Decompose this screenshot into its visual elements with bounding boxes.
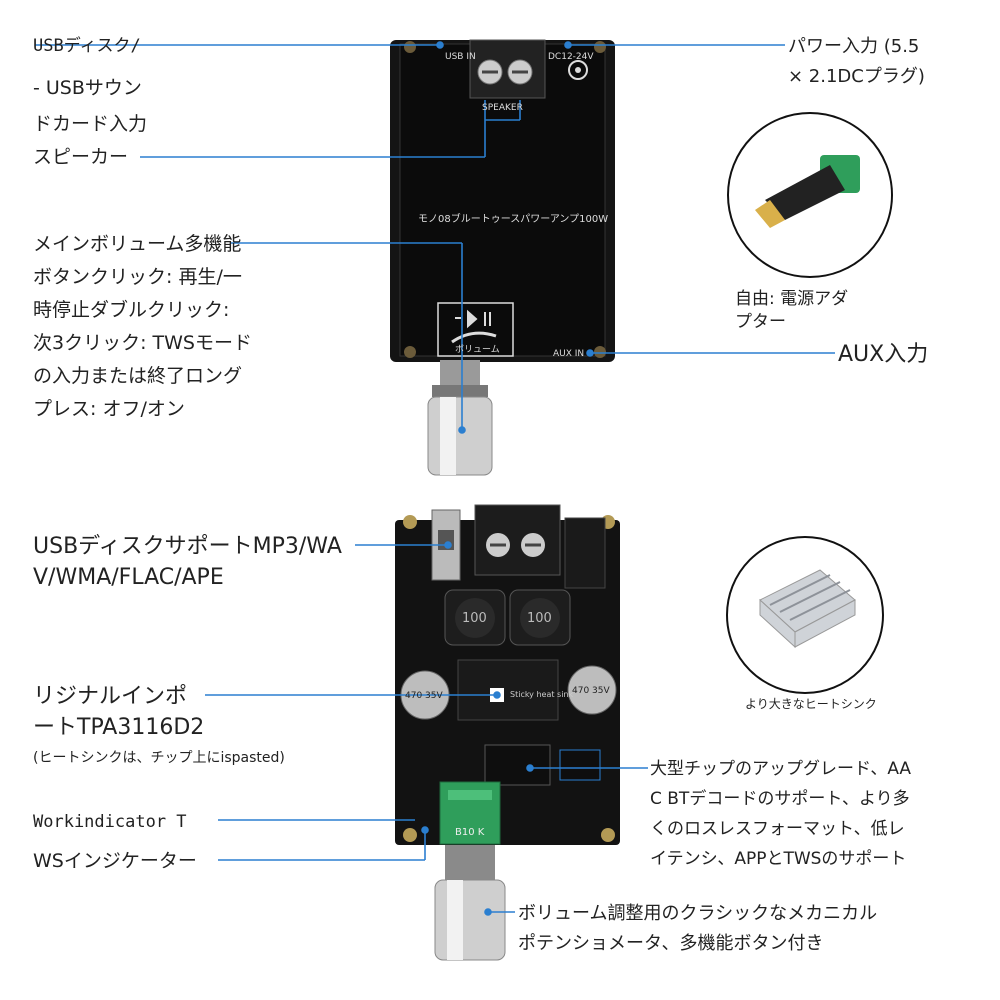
label-main-volume-3: 時停止ダブルクリック: — [33, 299, 230, 321]
pot-b10k: B10 K — [455, 827, 485, 838]
label-heatsink-note: (ヒートシンクは、チップ上にispasted) — [33, 750, 285, 766]
label-power-input-1: パワー入力 (5.5 — [788, 36, 920, 57]
label-large-chip-3: くのロスレスフォーマット、低レ — [650, 819, 905, 839]
board-dc-label: DC12-24V — [548, 52, 594, 62]
label-bigger-heatsink: より大きなヒートシンク — [745, 697, 877, 711]
label-large-chip-2: C BTデコードのサポート、より多 — [650, 789, 910, 809]
label-aux-input: AUX入力 — [838, 342, 929, 367]
board-speaker-label: SPEAKER — [482, 103, 523, 113]
board-title: モノ08ブルートゥースパワーアンプ100W — [418, 214, 609, 225]
label-original-chip-1: リジナルインポ — [33, 684, 188, 709]
board-aux-in: AUX IN — [553, 349, 585, 359]
top-board-case — [390, 39, 615, 476]
leader-lines — [35, 41, 835, 916]
heatsink-text: Sticky heat sink — [510, 690, 574, 699]
label-large-chip-1: 大型チップのアップグレード、AA — [650, 759, 912, 779]
label-usb-formats-1: USBディスクサポートMP3/WA — [33, 534, 342, 559]
label-main-volume-6: プレス: オフ/オン — [33, 398, 185, 420]
label-usb-disk-3: ドカード入力 — [33, 113, 148, 135]
label-main-volume-5: の入力または終了ロング — [33, 365, 243, 387]
cap-1-value: 470 35V — [405, 691, 443, 701]
label-volume-knob-2: ポテンショメータ、多機能ボタン付き — [518, 933, 824, 954]
label-main-volume-1: メインボリューム多機能 — [33, 233, 242, 255]
label-work-indicator-2: WSインジケーター — [33, 850, 197, 872]
label-power-adapter-1: 自由: 電源アダ — [735, 289, 849, 309]
board-usb-in: USB IN — [445, 52, 476, 62]
label-usb-disk-1: USBディスク/ — [33, 36, 141, 56]
label-volume-knob-1: ボリューム調整用のクラシックなメカニカル — [518, 903, 878, 924]
label-power-input-2: × 2.1DCプラグ) — [788, 66, 925, 87]
bottom-board-pcb — [395, 504, 620, 961]
heatsink-inset — [726, 536, 884, 694]
power-adapter-inset — [727, 112, 893, 278]
inductor-1-value: 100 — [462, 611, 487, 626]
label-power-adapter-2: プター — [735, 312, 786, 332]
inductor-2-value: 100 — [527, 611, 552, 626]
label-work-indicator-1: Workindicator T — [33, 812, 187, 832]
label-usb-formats-2: V/WMA/FLAC/APE — [33, 565, 224, 590]
board-volume-label: ボリューム — [455, 345, 500, 355]
label-usb-disk-2: - USBサウン — [33, 77, 142, 99]
label-large-chip-4: イテンシ、APPとTWSのサポート — [650, 849, 907, 869]
cap-2-value: 470 35V — [572, 686, 610, 696]
label-main-volume-2: ボタンクリック: 再生/一 — [33, 266, 242, 288]
label-speaker: スピーカー — [33, 146, 129, 168]
label-main-volume-4: 次3クリック: TWSモード — [33, 332, 252, 354]
label-original-chip-2: ートTPA3116D2 — [33, 715, 205, 740]
